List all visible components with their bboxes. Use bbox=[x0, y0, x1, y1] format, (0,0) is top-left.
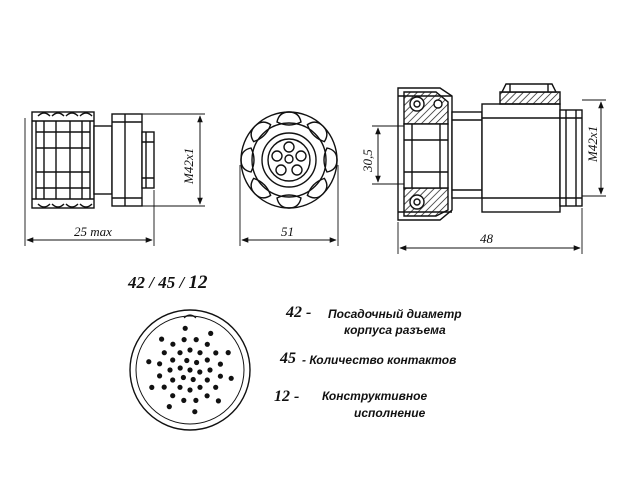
code-part-contacts: 45 bbox=[158, 273, 176, 292]
contact-pin bbox=[197, 350, 203, 356]
contact-pin bbox=[161, 384, 167, 390]
contact-pin bbox=[213, 350, 219, 356]
contact-pin bbox=[207, 367, 213, 373]
code-separator: / bbox=[175, 273, 189, 292]
dim-section-thread: M42x1 bbox=[585, 126, 600, 163]
contact-pin bbox=[159, 336, 165, 342]
contact-pin bbox=[204, 393, 210, 399]
contact-pin bbox=[170, 357, 176, 363]
contact-pin bbox=[182, 325, 188, 331]
contact-pin bbox=[225, 350, 231, 356]
contact-pin bbox=[157, 361, 163, 367]
contact-pin bbox=[187, 387, 193, 393]
contact-pin bbox=[193, 337, 199, 343]
contact-pin bbox=[177, 350, 183, 356]
contact-pin bbox=[187, 367, 193, 373]
dim-side-thread: M42x1 bbox=[181, 148, 196, 185]
dim-section-height: 30,5 bbox=[360, 149, 375, 173]
contact-pin bbox=[177, 365, 183, 371]
legend-code-version: 12 - bbox=[274, 388, 300, 405]
contact-pin bbox=[204, 341, 210, 347]
legend-text-diameter-line2: корпуса разъема bbox=[344, 323, 446, 337]
legend-code-contacts: 45 bbox=[280, 350, 296, 367]
legend-code-diameter: 42 - bbox=[286, 304, 312, 321]
contact-pin bbox=[197, 369, 203, 375]
contact-pin bbox=[192, 409, 198, 415]
contact-pin bbox=[217, 361, 223, 367]
contact-pin bbox=[217, 373, 223, 379]
contact-pin bbox=[146, 359, 152, 365]
contact-pin bbox=[187, 347, 193, 353]
contact-pin bbox=[181, 397, 187, 403]
side-view bbox=[24, 111, 205, 246]
contact-pin bbox=[170, 377, 176, 383]
code-format: 42 / 45 / 12 bbox=[128, 272, 207, 294]
legend-text-contacts: - Количество контактов bbox=[302, 353, 457, 367]
contact-pin bbox=[228, 375, 234, 381]
contact-pin bbox=[215, 398, 221, 404]
contact-pin bbox=[184, 357, 190, 364]
contact-pin bbox=[166, 404, 172, 410]
contact-pin bbox=[157, 373, 163, 379]
contact-pin bbox=[149, 384, 155, 390]
dim-section-length: 48 bbox=[480, 231, 494, 246]
contact-pin bbox=[193, 397, 199, 403]
legend-text-version-line2: исполнение bbox=[354, 406, 426, 420]
section-view bbox=[372, 83, 606, 254]
dim-front-width: 51 bbox=[281, 224, 294, 239]
contact-pin bbox=[170, 393, 176, 399]
contact-pin bbox=[194, 359, 200, 366]
front-view bbox=[239, 111, 339, 246]
code-separator: / bbox=[145, 273, 159, 292]
contact-pin bbox=[177, 384, 183, 390]
contact-pin bbox=[204, 377, 210, 383]
dim-side-length: 25 max bbox=[74, 224, 112, 239]
contact-pin bbox=[161, 350, 167, 356]
legend-text-diameter-line1: Посадочный диаметр bbox=[328, 307, 462, 321]
contact-pin bbox=[213, 384, 219, 390]
contact-pin bbox=[181, 337, 187, 343]
contact-pin bbox=[180, 374, 186, 381]
contact-pin bbox=[190, 376, 196, 383]
legend-text-version-line1: Конструктивное bbox=[322, 389, 428, 403]
contact-pin bbox=[208, 330, 214, 336]
code-part-diameter: 42 bbox=[128, 273, 145, 292]
contact-pin bbox=[167, 367, 173, 373]
contact-pin bbox=[204, 357, 210, 363]
contact-pin bbox=[197, 384, 203, 390]
code-part-version: 12 bbox=[188, 272, 208, 293]
contact-face bbox=[129, 309, 251, 431]
contact-pin bbox=[170, 341, 176, 347]
